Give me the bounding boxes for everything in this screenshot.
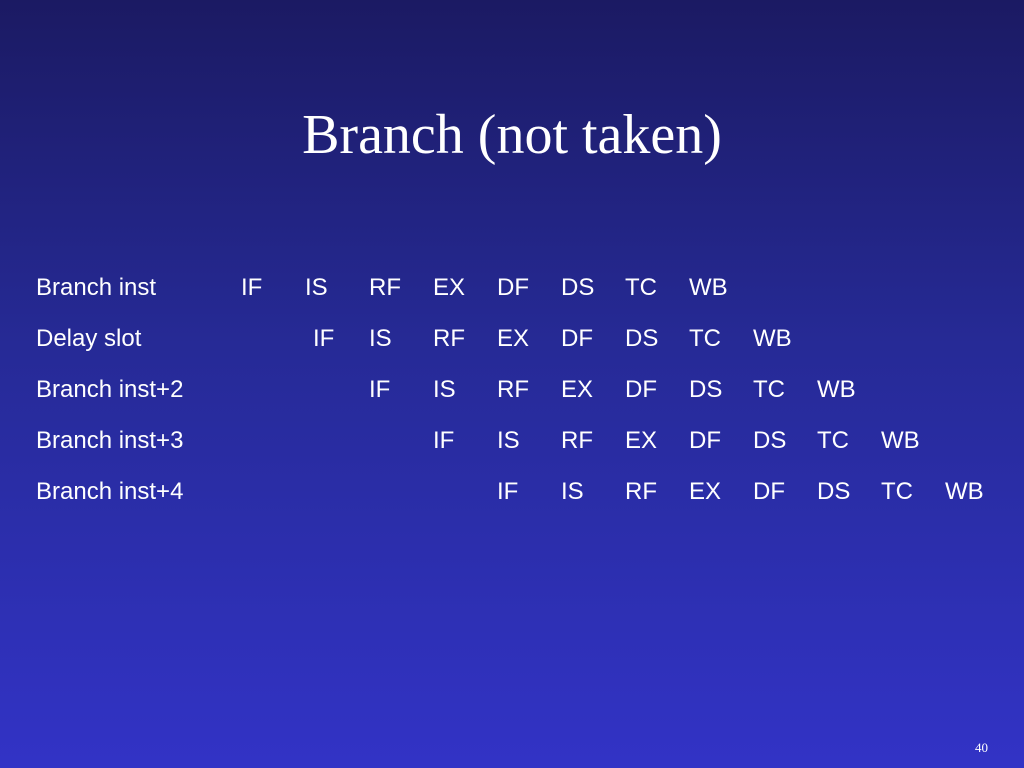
pipeline-stage: DS (817, 478, 851, 505)
pipeline-row: Branch inst+2 IF IS RF EX DF DS TC WB (0, 370, 1024, 410)
pipeline-row-label: Branch inst+4 (36, 478, 184, 505)
pipeline-row-label: Delay slot (36, 325, 142, 352)
pipeline-stage: IF (433, 427, 455, 454)
pipeline-stage: WB (753, 325, 792, 352)
pipeline-stage: DS (625, 325, 659, 352)
pipeline-stage: EX (497, 325, 530, 352)
pipeline-stage: RF (433, 325, 465, 352)
pipeline-row: Branch inst+3 IF IS RF EX DF DS TC WB (0, 421, 1024, 461)
pipeline-stage: TC (753, 376, 785, 403)
pipeline-stage: IF (369, 376, 391, 403)
pipeline-row: Branch inst IF IS RF EX DF DS TC WB (0, 268, 1024, 308)
pipeline-stage: RF (561, 427, 593, 454)
pipeline-row-label: Branch inst+2 (36, 376, 184, 403)
pipeline-stage: EX (625, 427, 658, 454)
pipeline-stage: EX (433, 274, 466, 301)
pipeline-stage: DF (561, 325, 593, 352)
page-number: 40 (975, 740, 988, 755)
pipeline-stage: IS (433, 376, 456, 403)
pipeline-stage: IF (241, 274, 263, 301)
pipeline-stage: EX (689, 478, 722, 505)
pipeline-row-label: Branch inst+3 (36, 427, 184, 454)
pipeline-row-label: Branch inst (36, 274, 157, 301)
pipeline-stage: DS (689, 376, 723, 403)
pipeline-stage: DF (497, 274, 529, 301)
pipeline-stage: DF (625, 376, 657, 403)
pipeline-stage: WB (817, 376, 856, 403)
pipeline-stage: RF (497, 376, 529, 403)
pipeline-stage: EX (561, 376, 594, 403)
pipeline-stage: TC (881, 478, 913, 505)
pipeline-stage: IS (369, 325, 392, 352)
pipeline-stage: RF (369, 274, 401, 301)
pipeline-stage: TC (625, 274, 657, 301)
pipeline-stage: DS (753, 427, 787, 454)
slide-title: Branch (not taken) (302, 104, 722, 166)
pipeline-stage: IF (313, 325, 335, 352)
pipeline-stage: WB (881, 427, 920, 454)
pipeline-row: Delay slot IF IS RF EX DF DS TC WB (0, 319, 1024, 359)
pipeline-stage: DF (689, 427, 721, 454)
pipeline-stage: TC (689, 325, 721, 352)
pipeline-row: Branch inst+4 IF IS RF EX DF DS TC WB (0, 472, 1024, 512)
pipeline-stage: IS (497, 427, 520, 454)
pipeline-stage: WB (945, 478, 984, 505)
pipeline-stage: TC (817, 427, 849, 454)
pipeline-stage: DF (753, 478, 785, 505)
pipeline-stage: IF (497, 478, 519, 505)
pipeline-stage: IS (561, 478, 584, 505)
pipeline-stage: IS (305, 274, 328, 301)
pipeline-stage: RF (625, 478, 657, 505)
pipeline-stage: DS (561, 274, 595, 301)
pipeline-stage: WB (689, 274, 728, 301)
